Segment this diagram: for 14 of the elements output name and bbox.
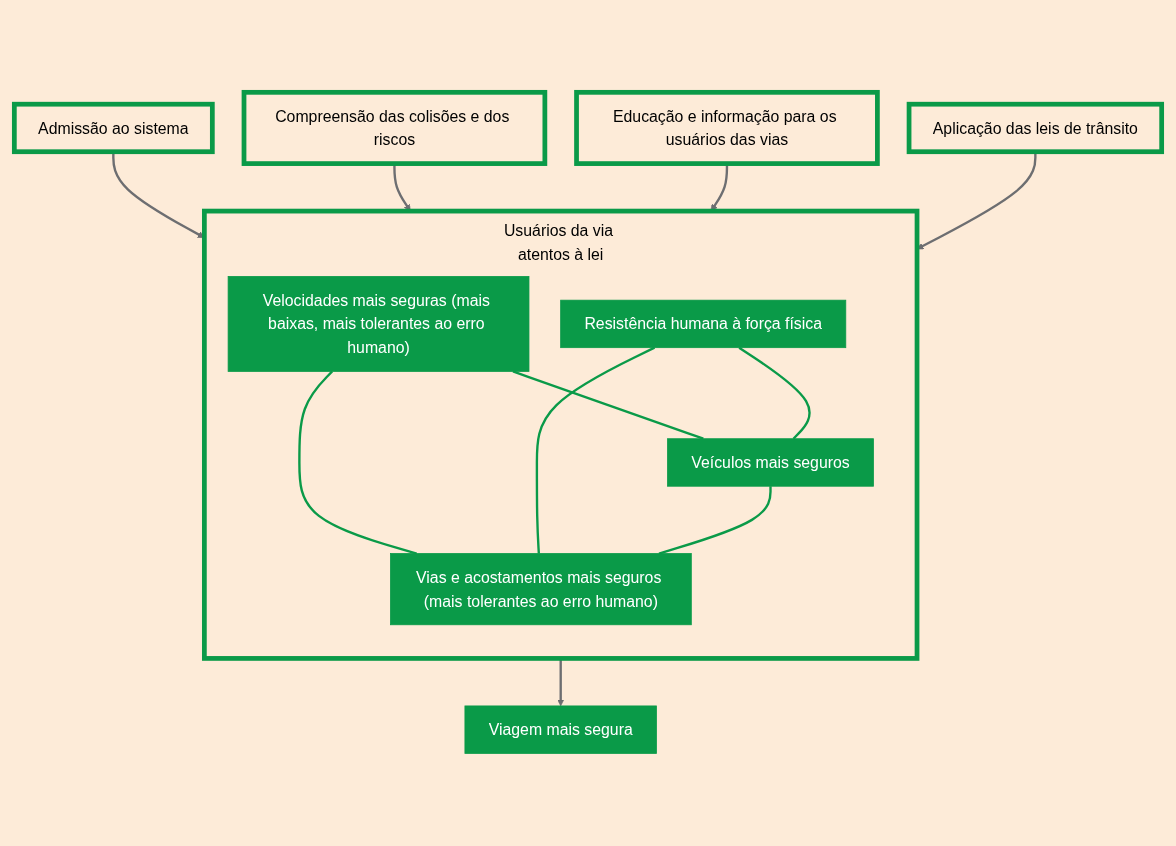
node-box: Velocidades mais seguras (mais baixas, mais tolerantes ao erro humano)	[227, 276, 530, 372]
node-box: Viagem mais segura	[464, 705, 657, 754]
node-box: Resistência humana à força física	[560, 299, 847, 349]
connector	[738, 346, 811, 440]
node-box: Vias e acostamentos mais seguros (mais tolerantes ao erro humano)	[390, 553, 692, 626]
node-box: Admissão ao sistema	[11, 101, 215, 155]
node-box: Compreensão das colisões e dos riscos	[241, 90, 548, 167]
node-box: Veículos mais seguros	[667, 438, 874, 487]
connector	[298, 370, 417, 555]
connector	[658, 486, 772, 555]
connector	[535, 346, 656, 554]
node-box: Aplicação das leis de trânsito	[906, 101, 1165, 155]
node-box: Educação e informação para os usuários das vias	[574, 90, 880, 167]
connector	[512, 370, 704, 440]
